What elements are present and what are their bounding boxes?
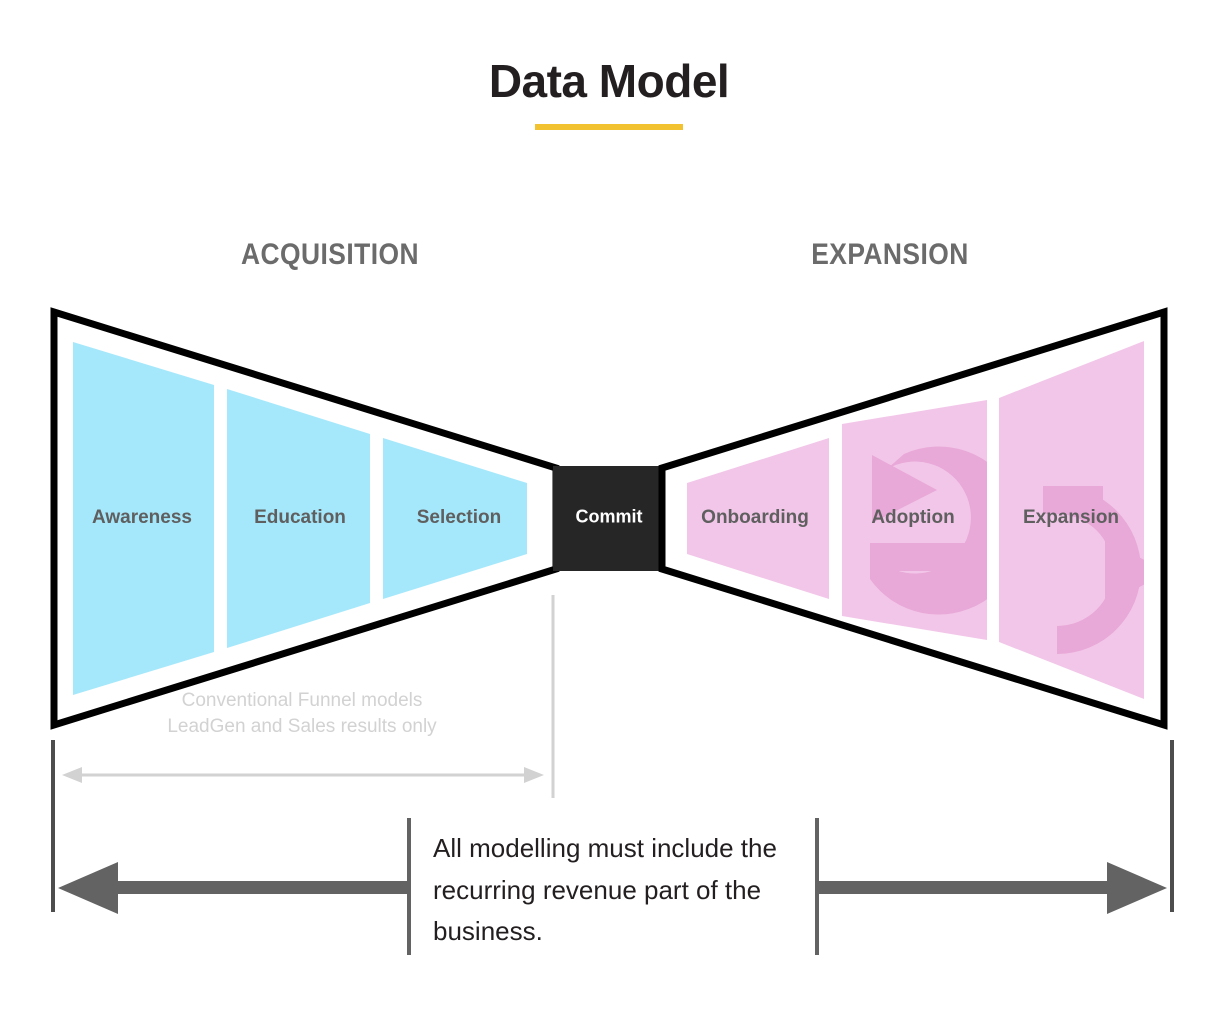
page-title: Data Model xyxy=(488,55,730,107)
stage-shape-onboarding[interactable] xyxy=(687,438,829,599)
refresh-cycle-icon xyxy=(870,446,1144,654)
stage-label-awareness: Awareness xyxy=(92,507,192,528)
stage-shape-education[interactable] xyxy=(227,389,370,648)
stage-label-adoption: Adoption xyxy=(871,507,955,528)
stage-label-education: Education xyxy=(254,507,346,528)
expansion-direction-arrow xyxy=(817,862,1167,914)
stage-label-commit: Commit xyxy=(575,506,643,527)
stage-label-expansion: Expansion xyxy=(1022,507,1120,528)
stage-label-onboarding: Onboarding xyxy=(701,507,809,528)
stage-shape-commit[interactable] xyxy=(553,466,665,571)
conventional-funnel-note: Conventional Funnel models LeadGen and S… xyxy=(167,690,437,737)
recurring-revenue-caption: All modelling must include the recurring… xyxy=(433,833,777,947)
title-accent-underline xyxy=(535,124,683,130)
stage-shape-awareness[interactable] xyxy=(73,342,214,695)
soft-span-arrow xyxy=(62,767,544,783)
title-block: Data Model xyxy=(0,58,1218,130)
right-funnel-outline xyxy=(658,307,1168,730)
stage-label-selection: Selection xyxy=(416,507,502,528)
section-heading-expansion: EXPANSION xyxy=(811,238,969,271)
stage-shape-selection[interactable] xyxy=(383,438,527,599)
acquisition-direction-arrow xyxy=(58,862,410,914)
section-heading-acquisition: ACQUISITION xyxy=(241,238,419,271)
